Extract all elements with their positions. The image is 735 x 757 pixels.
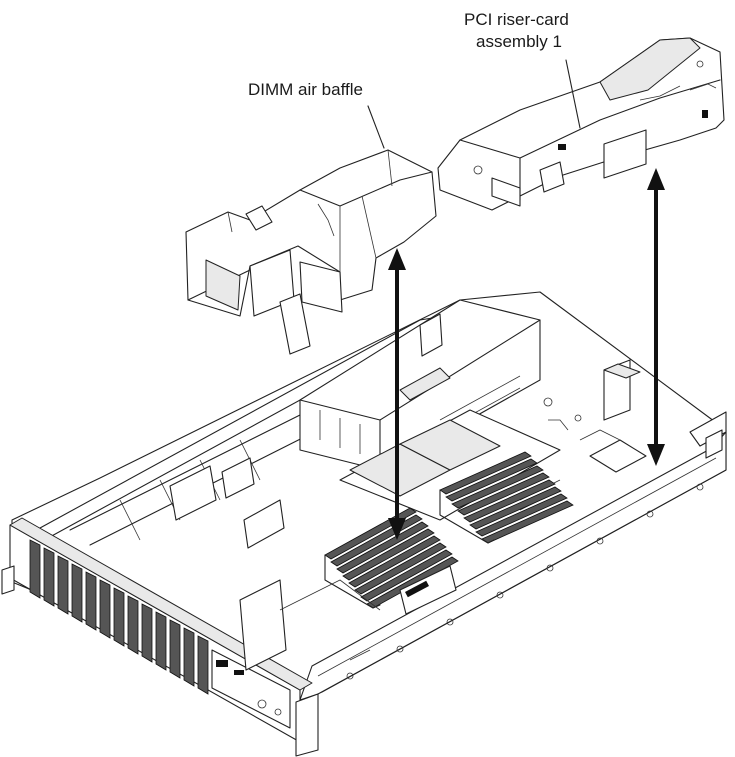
drive-bays [29,539,209,695]
rear-cage [299,299,541,471]
power-block [603,359,641,421]
fan-cage [69,399,351,549]
server-chassis [11,291,727,701]
dimm-air-baffle [185,149,437,355]
operator-panel [211,649,291,729]
front-components [239,565,457,671]
riser-callout-line2: assembly 1 [476,32,562,51]
baffle-callout: DIMM air baffle [248,80,363,99]
front-bezel [1,517,319,757]
riser-lift-arrow [647,168,665,466]
baffle-lift-arrow [388,248,406,540]
side-rivets [346,483,704,680]
dimm-bank-right [439,451,574,544]
pci-riser-card-assembly [437,37,725,211]
riser-leader-line [565,59,581,129]
riser-callout-line1: PCI riser-card [464,10,569,29]
baffle-leader-line [367,105,385,149]
